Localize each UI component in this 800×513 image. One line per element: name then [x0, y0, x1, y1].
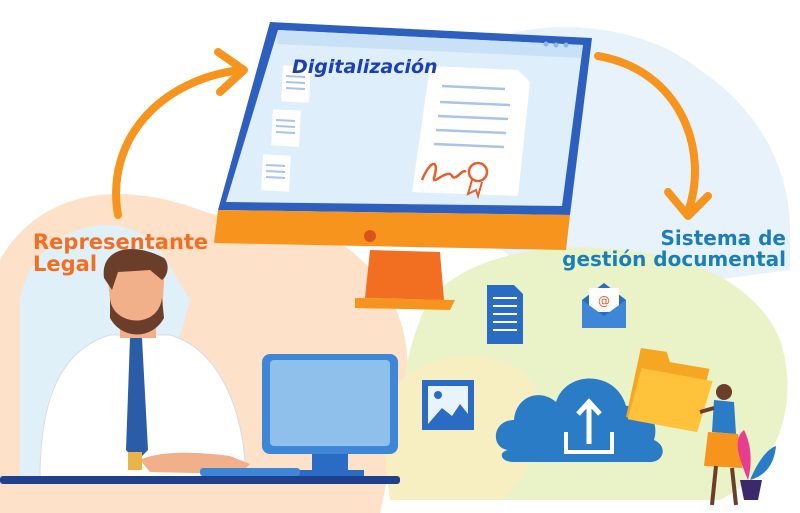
- folder-icon: [626, 348, 713, 433]
- system-label: Sistema de gestión documental: [562, 226, 786, 271]
- man-figure: [39, 248, 250, 479]
- signature-icon: [420, 162, 467, 182]
- cloud-upload-icon: [495, 378, 663, 462]
- woman-figure: [699, 384, 742, 506]
- svg-text:@: @: [598, 294, 610, 308]
- arrow-right-head: [664, 188, 712, 220]
- document-icon: [487, 285, 523, 344]
- arrow-right: [594, 52, 699, 216]
- email-icon: @: [582, 283, 626, 328]
- arrow-left: [112, 66, 244, 219]
- plant-icon: [737, 430, 776, 500]
- monitor-icon: [214, 22, 592, 310]
- keyboard: [200, 468, 300, 476]
- arrow-left-head: [214, 48, 248, 96]
- representative-label: Representante Legal: [33, 230, 209, 277]
- small-monitor-icon: [262, 354, 398, 478]
- seal-icon: [466, 161, 489, 200]
- image-icon: [422, 380, 474, 430]
- screen-title: Digitalización: [292, 56, 438, 78]
- desk: [0, 476, 400, 484]
